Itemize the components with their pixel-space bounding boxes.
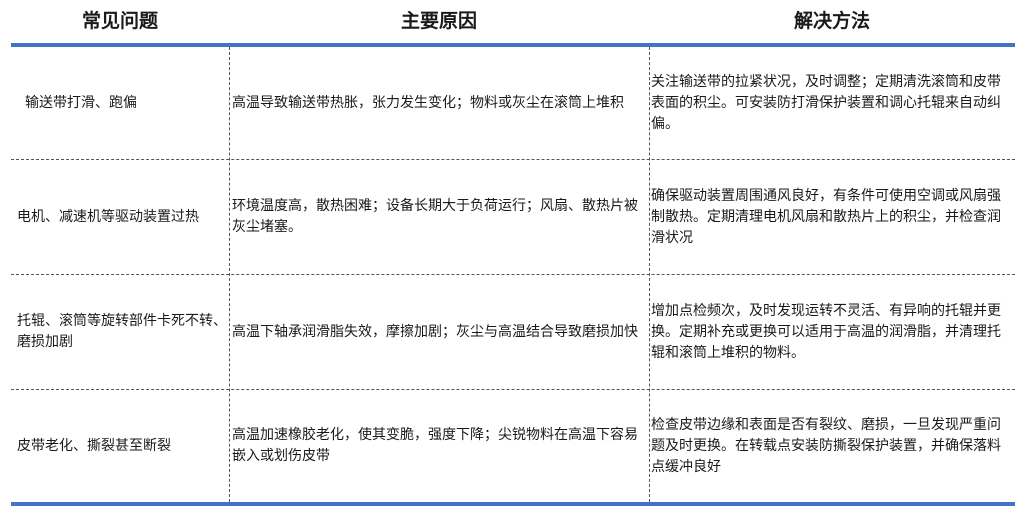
table-row: 皮带老化、撕裂甚至断裂 高温加速橡胶老化，使其变脆，强度下降；尖锐物料在高温下容… [11, 390, 1015, 502]
table-row: 电机、减速机等驱动装置过热 环境温度高，散热困难；设备长期大于负荷运行；风扇、散… [11, 160, 1015, 274]
cause-cell: 高温导致输送带热胀，张力发生变化；物料或灰尘在滚筒上堆积 [232, 94, 624, 111]
solution-cell: 确保驱动装置周围通风良好，有条件可使用空调或风扇强制散热。定期清理电机风扇和散热… [651, 187, 1001, 246]
header-cause: 主要原因 [400, 10, 477, 32]
row-divider [11, 274, 1015, 275]
solution-cell: 关注输送带的拉紧状况，及时调整；定期清洗滚筒和皮带表面的积尘。可安装防打滑保护装… [651, 73, 1001, 132]
footer-rule [11, 502, 1015, 506]
problem-cell: 输送带打滑、跑偏 [25, 94, 137, 111]
solution-cell: 增加点检频次，及时发现运转不灵活、有异响的托辊并更换。定期补充或更换可以适用于高… [651, 302, 1001, 361]
table-row: 托辊、滚筒等旋转部件卡死不转、磨损加剧 高温下轴承润滑脂失效，摩擦加剧；灰尘与高… [11, 275, 1015, 389]
table-header: 常见问题 主要原因 解决方法 [11, 0, 1015, 44]
cause-cell: 环境温度高，散热困难；设备长期大于负荷运行；风扇、散热片被灰尘堵塞。 [232, 198, 638, 235]
solution-cell: 检查皮带边缘和表面是否有裂纹、磨损，一旦发现严重问题及时更换。在转载点安装防撕裂… [651, 416, 1001, 475]
problem-cell: 电机、减速机等驱动装置过热 [17, 208, 199, 225]
problem-cell: 皮带老化、撕裂甚至断裂 [17, 437, 171, 454]
header-rule [11, 43, 1015, 47]
cause-cell: 高温加速橡胶老化，使其变脆，强度下降；尖锐物料在高温下容易嵌入或划伤皮带 [232, 427, 638, 464]
problem-cell: 托辊、滚筒等旋转部件卡死不转、磨损加剧 [17, 313, 227, 350]
cause-cell: 高温下轴承润滑脂失效，摩擦加剧；灰尘与高温结合导致磨损加快 [232, 323, 638, 340]
header-problem: 常见问题 [81, 10, 158, 32]
problem-table: 常见问题 主要原因 解决方法 输送带打滑、跑偏 高温导致输送带热胀，张力发生变化… [11, 0, 1015, 517]
row-divider [11, 159, 1015, 160]
header-solution: 解决方法 [793, 10, 870, 32]
row-divider [11, 389, 1015, 390]
table-row: 输送带打滑、跑偏 高温导致输送带热胀，张力发生变化；物料或灰尘在滚筒上堆积 关注… [11, 47, 1015, 159]
